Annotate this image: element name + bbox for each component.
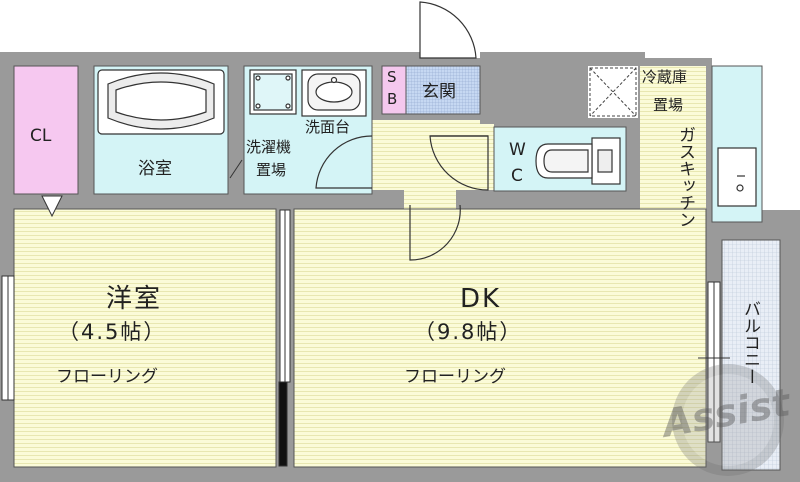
washer-icon (249, 69, 297, 115)
wc-label-w: W (509, 140, 526, 160)
closet-area (14, 66, 78, 194)
shoebox-area (382, 66, 406, 114)
washer-label: 洗濯機 (246, 138, 292, 156)
dk-size: （9.8帖） (414, 320, 523, 344)
dk-floor-label: フローリング (404, 367, 506, 387)
kitchen-floor (640, 66, 706, 212)
dk-floor (294, 209, 706, 467)
western-room-floor-label: フローリング (56, 367, 158, 387)
window-balcony (698, 281, 730, 443)
bathtub-icon (97, 69, 225, 135)
washbasin-icon (301, 69, 367, 117)
assist-watermark (672, 364, 784, 476)
toilet-icon (535, 137, 621, 185)
balcony-area (722, 240, 780, 470)
entrance-door (419, 1, 477, 59)
window-left (1, 275, 15, 401)
shoebox-label-b: B (387, 90, 398, 108)
fridge-space-label: 置場 (653, 96, 684, 114)
wash-door (315, 135, 373, 189)
dk-door (409, 204, 461, 261)
closet-label: CL (30, 126, 52, 146)
gas-kitchen-label: ガスキッチン (675, 126, 695, 228)
western-room-floor (14, 209, 276, 467)
closet-door (41, 195, 63, 218)
entrance-label: 玄関 (422, 82, 456, 102)
entrance-area (406, 66, 480, 114)
wc-label-c: C (511, 166, 523, 186)
hall-floor (372, 120, 494, 190)
door-floor (404, 190, 456, 212)
shoebox-label-s: S (387, 68, 397, 86)
western-room-size: （4.5帖） (58, 320, 167, 344)
sink-icon (717, 147, 757, 207)
sliding-door (278, 209, 291, 467)
wc-door (429, 135, 489, 191)
fridge-label: 冷蔵庫 (642, 68, 688, 86)
fridge-space-icon (589, 67, 637, 117)
balcony-label: バルコニー (740, 300, 760, 385)
washbasin-label: 洗面台 (305, 118, 351, 136)
western-room-label: 洋室 (106, 284, 163, 314)
bathroom-door (229, 159, 243, 179)
dk-label: DK (460, 284, 502, 314)
washer-space-label: 置場 (256, 161, 287, 179)
bathroom-label: 浴室 (138, 159, 172, 179)
